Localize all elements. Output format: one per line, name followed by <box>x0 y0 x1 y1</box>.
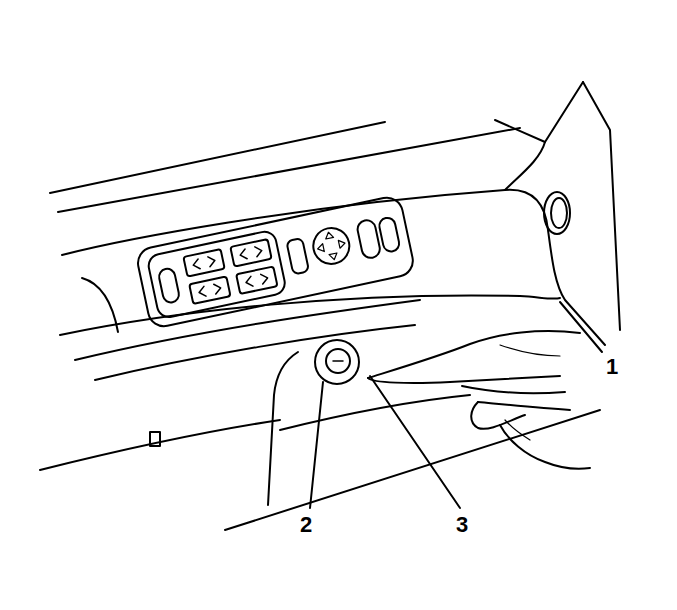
trim-line <box>505 142 545 190</box>
panel-edge <box>225 410 600 530</box>
callout-number: 2 <box>300 514 312 536</box>
hand <box>471 402 525 429</box>
lock-switch <box>158 267 181 304</box>
mirror-control <box>310 225 353 268</box>
switch-bezel <box>135 195 416 329</box>
window-switch <box>189 276 230 303</box>
hand <box>505 420 530 440</box>
release-knob <box>333 360 343 362</box>
switch-bezel <box>146 230 286 320</box>
leader-line <box>370 376 460 508</box>
switch-arrows <box>192 246 268 298</box>
hand <box>368 331 580 378</box>
panel-peg <box>150 432 160 446</box>
trim-line <box>583 82 620 330</box>
lock-switch <box>378 216 401 253</box>
lock-switch <box>356 219 382 260</box>
release-knob <box>315 340 359 384</box>
callout-number: 3 <box>456 514 468 536</box>
hand <box>368 376 560 383</box>
hand <box>478 402 570 410</box>
window-switch <box>183 249 224 276</box>
trim-line <box>58 128 520 212</box>
window-switch <box>236 266 277 293</box>
window-switch <box>230 239 271 266</box>
armrest-pocket <box>82 278 118 332</box>
armrest-outline <box>62 190 605 345</box>
pull-cup <box>551 198 567 228</box>
hand <box>462 386 565 393</box>
panel-line <box>40 420 280 470</box>
switch-panel <box>135 195 416 329</box>
leader-line <box>310 382 323 508</box>
release-knob <box>326 349 350 373</box>
mirror-arrows <box>315 229 348 262</box>
panel-line <box>280 395 470 430</box>
select-switch <box>286 238 309 275</box>
callout-number: 1 <box>606 356 618 378</box>
hand <box>500 345 560 356</box>
armrest-outline <box>95 325 415 380</box>
trim-line <box>495 82 583 142</box>
hand <box>500 425 590 469</box>
leader-line <box>560 302 602 352</box>
pull-cup <box>544 192 570 234</box>
